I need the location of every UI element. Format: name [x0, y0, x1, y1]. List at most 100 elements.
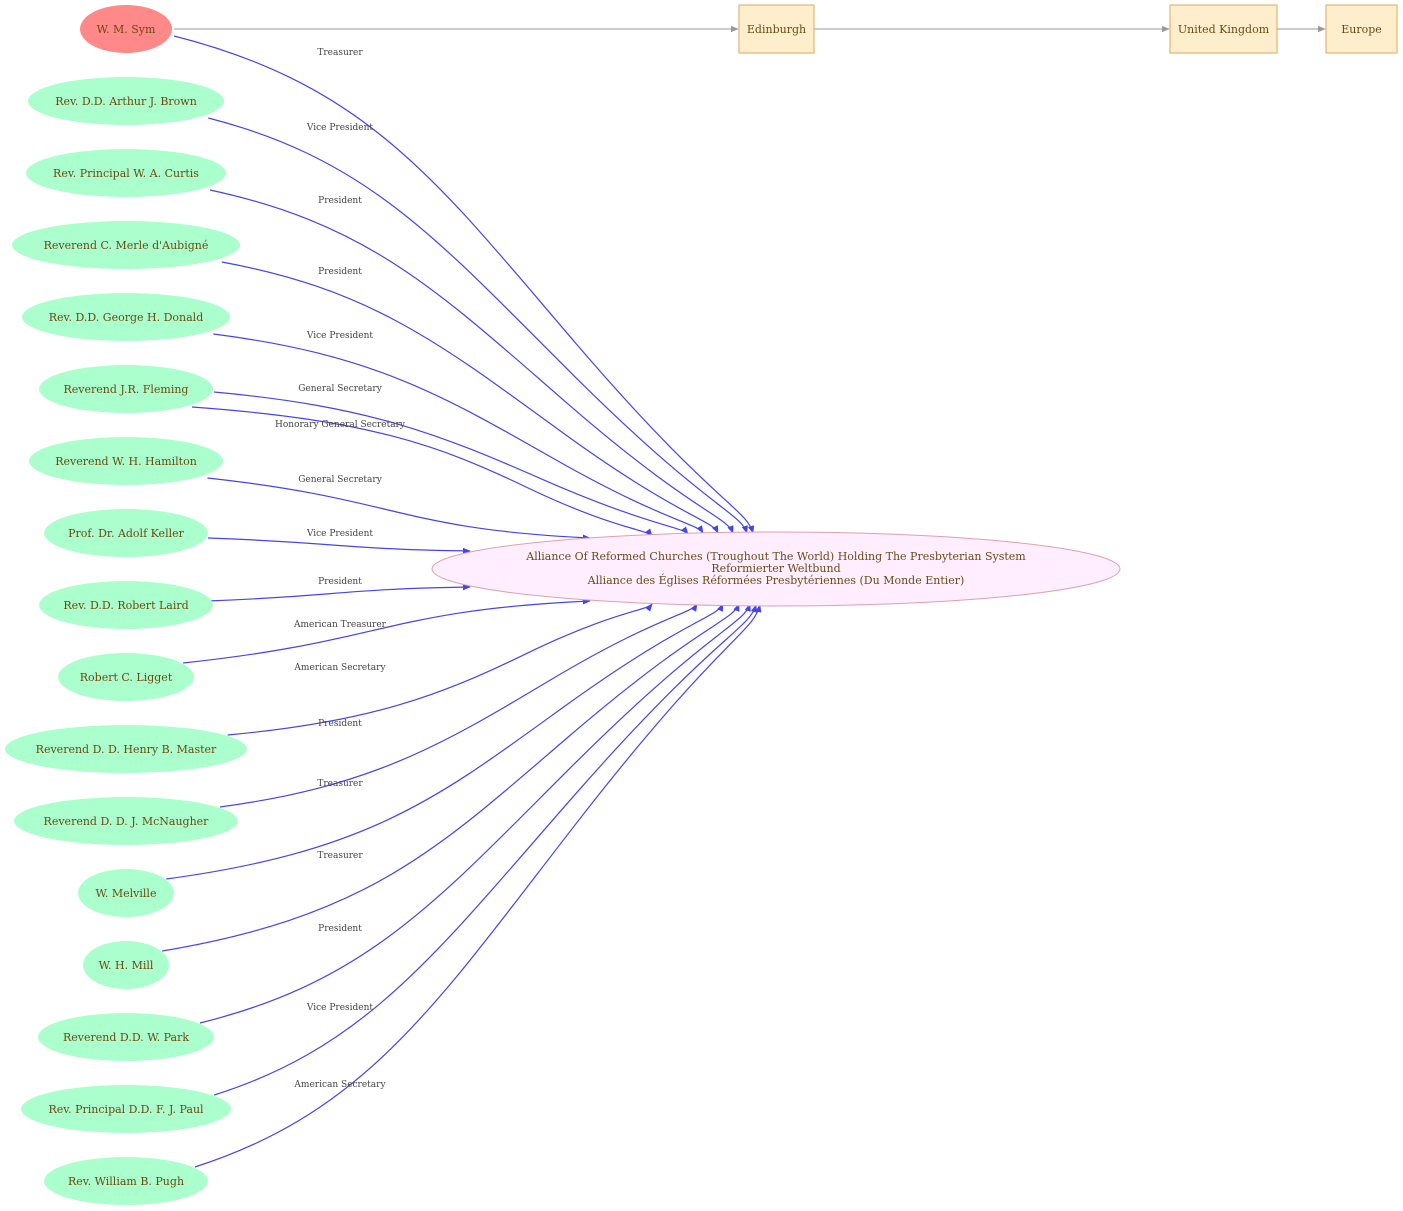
edge-reverend-d-d-henry-b-master [227, 603, 653, 736]
person-shape [21, 1085, 231, 1133]
edge-label-reverend-d-d-j-mcnaugher: President [318, 719, 362, 729]
edge-label-w-m-sym: Treasurer [317, 48, 363, 58]
person-node-rev-d-d-robert-laird[interactable]: Rev. D.D. Robert Laird [39, 581, 213, 629]
person-shape [39, 581, 213, 629]
person-name: Prof. Dr. Adolf Keller [68, 527, 184, 540]
person-shape [44, 1157, 208, 1205]
person-node-w-melville[interactable]: W. Melville [78, 869, 174, 917]
person-node-w-h-mill[interactable]: W. H. Mill [83, 941, 169, 989]
person-shape [38, 1013, 214, 1061]
edge-rev-d-d-robert-laird [207, 583, 471, 602]
location-node-edinburgh[interactable]: Edinburgh [738, 4, 815, 54]
edge-rev-william-b-pugh [194, 604, 762, 1168]
person-name: W. M. Sym [97, 23, 156, 36]
person-node-robert-c-ligget[interactable]: Robert C. Ligget [58, 653, 194, 701]
organization-name-line-1: Alliance Of Reformed Churches (Troughout… [525, 550, 1026, 563]
edge-label-reverend-j-r-fleming-2: Honorary General Secretary [275, 420, 406, 430]
person-shape [39, 365, 213, 413]
person-node-rev-d-d-arthur-j-brown[interactable]: Rev. D.D. Arthur J. Brown [28, 77, 224, 125]
person-node-reverend-d-d-w-park[interactable]: Reverend D.D. W. Park [38, 1013, 214, 1061]
location-label-united-kingdom: United Kingdom [1178, 23, 1270, 36]
edge-robert-c-ligget [183, 598, 591, 664]
edge-label-rev-d-d-arthur-j-brown: Vice President [306, 123, 374, 133]
edge-label-reverend-j-r-fleming: General Secretary [298, 384, 382, 394]
person-node-reverend-j-r-fleming[interactable]: Reverend J.R. Fleming [39, 365, 213, 413]
person-node-rev-principal-w-a-curtis[interactable]: Rev. Principal W. A. Curtis [26, 149, 226, 197]
edge-label-reverend-c-merle-d-aubign: President [318, 267, 362, 277]
edge-label-robert-c-ligget: American Treasurer [293, 620, 387, 630]
person-shape [5, 725, 247, 773]
person-node-prof-dr-adolf-keller[interactable]: Prof. Dr. Adolf Keller [44, 509, 208, 557]
person-shape [14, 797, 238, 845]
person-name: Reverend W. H. Hamilton [55, 455, 197, 468]
person-shape [12, 221, 240, 269]
person-name: Rev. D.D. Robert Laird [63, 599, 188, 612]
edge-label-w-melville: Treasurer [317, 779, 363, 789]
edge-label-w-h-mill: Treasurer [317, 851, 363, 861]
edge-rev-d-d-arthur-j-brown [208, 117, 748, 534]
person-node-reverend-w-h-hamilton[interactable]: Reverend W. H. Hamilton [29, 437, 223, 485]
role-edges [162, 35, 762, 1168]
person-name: Reverend C. Merle d'Aubigné [44, 239, 209, 252]
edge-reverend-c-merle-d-aubign [221, 261, 719, 534]
edge-reverend-w-h-hamilton [207, 477, 591, 541]
location-label-europe: Europe [1341, 23, 1382, 36]
person-name: Reverend D.D. W. Park [63, 1031, 189, 1044]
edge-reverend-d-d-j-mcnaugher [219, 603, 698, 808]
person-shape [78, 869, 174, 917]
person-name: Reverend D. D. J. McNaugher [44, 815, 210, 828]
edge-reverend-d-d-w-park [199, 603, 751, 1024]
organization-node[interactable]: Alliance Of Reformed Churches (Troughout… [431, 531, 1121, 607]
edge-label-rev-principal-w-a-curtis: President [318, 196, 362, 206]
person-name: Rev. Principal D.D. F. J. Paul [48, 1103, 204, 1116]
location-node-europe[interactable]: Europe [1325, 4, 1398, 54]
person-name: W. Melville [96, 887, 157, 900]
edge-reverend-j-r-fleming-2 [191, 406, 653, 537]
person-node-rev-william-b-pugh[interactable]: Rev. William B. Pugh [44, 1157, 208, 1205]
edge-w-m-sym [173, 35, 755, 534]
person-shape [26, 149, 226, 197]
person-shape [22, 293, 230, 341]
person-node-reverend-d-d-henry-b-master[interactable]: Reverend D. D. Henry B. Master [5, 725, 247, 773]
person-node-rev-principal-d-d-f-j-paul[interactable]: Rev. Principal D.D. F. J. Paul [21, 1085, 231, 1133]
edge-label-rev-principal-d-d-f-j-paul: Vice President [306, 1003, 374, 1013]
edge-rev-principal-d-d-f-j-paul [214, 604, 758, 1096]
person-node-reverend-c-merle-d-aubign[interactable]: Reverend C. Merle d'Aubigné [12, 221, 240, 269]
person-name: Rev. D.D. George H. Donald [49, 311, 204, 324]
edge-label-reverend-w-h-hamilton: General Secretary [298, 475, 382, 485]
person-name: Rev. Principal W. A. Curtis [53, 167, 199, 180]
location-label-edinburgh: Edinburgh [747, 23, 806, 36]
organization-name-line-3: Alliance des Églises Réformées Presbytér… [587, 573, 965, 587]
location-node-united-kingdom[interactable]: United Kingdom [1169, 4, 1278, 54]
person-shape [80, 5, 172, 53]
person-name: Reverend D. D. Henry B. Master [36, 743, 217, 756]
edge-label-reverend-d-d-w-park: President [318, 924, 362, 934]
organization-name-line-2: Reformierter Weltbund [711, 562, 840, 575]
edge-w-melville [166, 603, 724, 880]
person-shape [44, 509, 208, 557]
edge-label-rev-d-d-robert-laird: President [318, 577, 362, 587]
edge-reverend-j-r-fleming [213, 391, 689, 535]
edge-label-rev-william-b-pugh: American Secretary [293, 1080, 386, 1090]
person-name: W. H. Mill [99, 959, 154, 972]
person-shape [28, 77, 224, 125]
edge-w-h-mill [162, 603, 740, 952]
edge-rev-principal-w-a-curtis [209, 189, 734, 534]
person-shape [29, 437, 223, 485]
person-name: Reverend J.R. Fleming [64, 383, 189, 396]
person-name: Robert C. Ligget [80, 671, 173, 684]
person-node-w-m-sym[interactable]: W. M. Sym [80, 5, 172, 53]
person-name: Rev. D.D. Arthur J. Brown [55, 95, 197, 108]
person-name: Rev. William B. Pugh [68, 1175, 184, 1188]
person-node-rev-d-d-george-h-donald[interactable]: Rev. D.D. George H. Donald [22, 293, 230, 341]
edge-rev-d-d-george-h-donald [213, 333, 704, 534]
person-shape [83, 941, 169, 989]
person-node-reverend-d-d-j-mcnaugher[interactable]: Reverend D. D. J. McNaugher [14, 797, 238, 845]
edge-label-prof-dr-adolf-keller: Vice President [306, 529, 374, 539]
edge-label-rev-d-d-george-h-donald: Vice President [306, 331, 374, 341]
person-shape [58, 653, 194, 701]
edge-label-reverend-d-d-henry-b-master: American Secretary [293, 663, 386, 673]
